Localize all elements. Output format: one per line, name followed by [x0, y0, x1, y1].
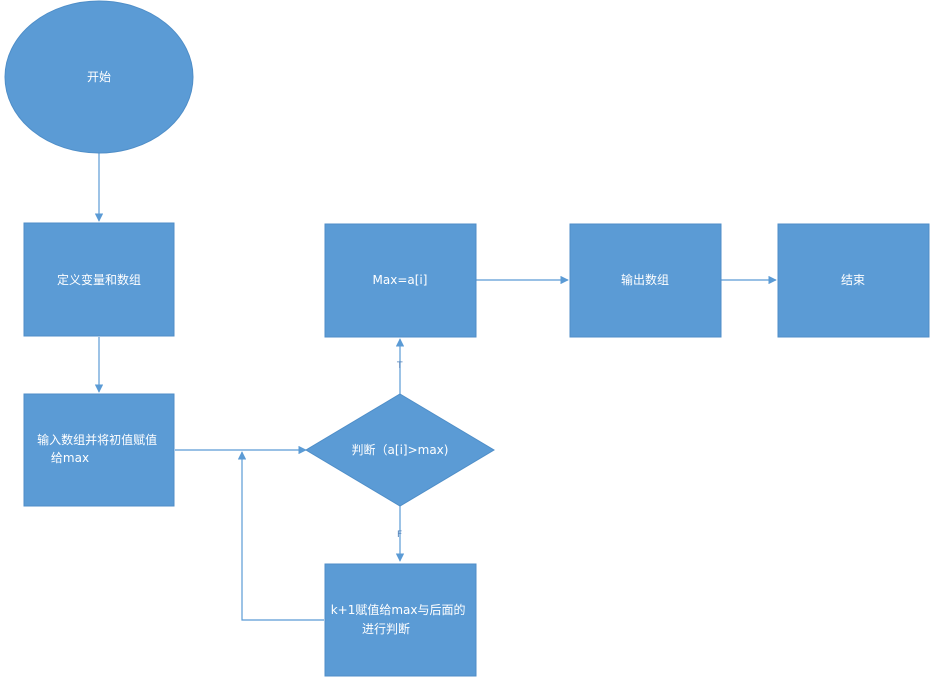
end-rect [777, 223, 930, 338]
judge-node-line-1: 判断（a[i]>max) [352, 442, 449, 457]
assign-node-line-1: Max=a[i] [373, 273, 428, 287]
next-rect [324, 563, 477, 677]
start-node: 开始 [4, 0, 194, 154]
end-node: 结束 [777, 223, 930, 338]
next-node-line-1: k+1赋值给max与后面的 [331, 602, 466, 617]
assign-rect [324, 223, 477, 338]
input-rect [23, 393, 175, 507]
assign-node: Max=a[i] [324, 223, 477, 338]
start-node-label: 开始 [87, 70, 111, 84]
output-node-line-1: 输出数组 [621, 272, 669, 287]
define-node: 定义变量和数组 [23, 222, 175, 337]
end-node-label: 结束 [841, 273, 865, 287]
next-node-label: k+1赋值给max与后面的 进行判断 [331, 602, 470, 636]
judge-node: 判断（a[i]>max) [305, 393, 495, 507]
next-node: k+1赋值给max与后面的 进行判断 [324, 563, 477, 677]
input-node-line-1: 输入数组并将初值赋值 [37, 432, 157, 447]
edges: T F [94, 153, 777, 621]
define-node-line-1: 定义变量和数组 [57, 272, 141, 287]
output-node-label: 输出数组 [621, 272, 669, 287]
judge-diamond [305, 393, 495, 507]
judge-node-label: 判断（a[i]>max) [352, 442, 449, 457]
edge-label-false: F [397, 530, 402, 540]
next-node-line-2: 进行判断 [362, 621, 410, 636]
edge-next-loop-back [237, 451, 324, 621]
input-node-label: 输入数组并将初值赋值 给max [37, 432, 161, 465]
output-node: 输出数组 [569, 223, 722, 338]
define-rect [23, 222, 175, 337]
assign-node-label: Max=a[i] [373, 273, 428, 287]
end-node-line-1: 结束 [841, 273, 865, 287]
input-node: 输入数组并将初值赋值 给max [23, 393, 175, 507]
define-node-label: 定义变量和数组 [57, 272, 141, 287]
output-rect [569, 223, 722, 338]
edge-label-true: T [396, 361, 403, 371]
start-node-line-1: 开始 [87, 70, 111, 84]
start-ellipse [4, 0, 194, 154]
input-node-line-2: 给max [51, 451, 89, 465]
